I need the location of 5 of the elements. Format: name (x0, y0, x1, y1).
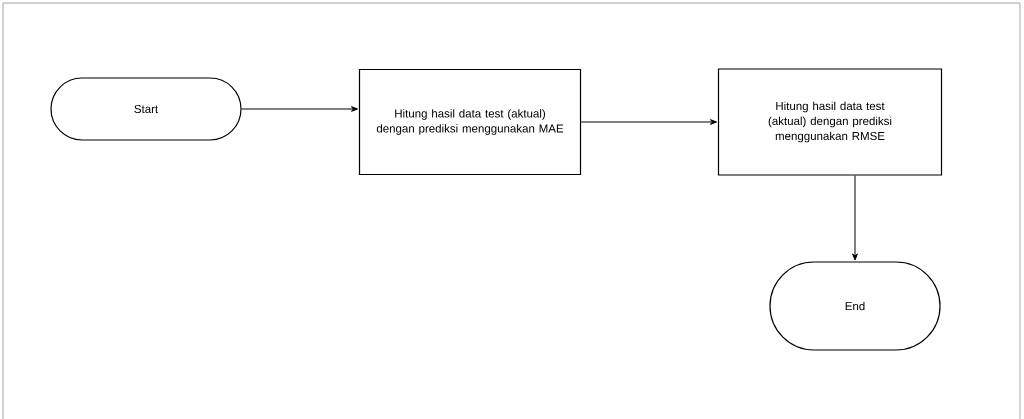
process-box: Hitung hasil data test (aktual) dengan prediksi menggunakan RMSE (717, 68, 943, 176)
arrow (580, 119, 718, 125)
process-box: Hitung hasil data test (aktual) dengan prediksi menggunakan MAE (358, 68, 582, 176)
arrow (241, 106, 359, 112)
arrow (852, 175, 858, 261)
